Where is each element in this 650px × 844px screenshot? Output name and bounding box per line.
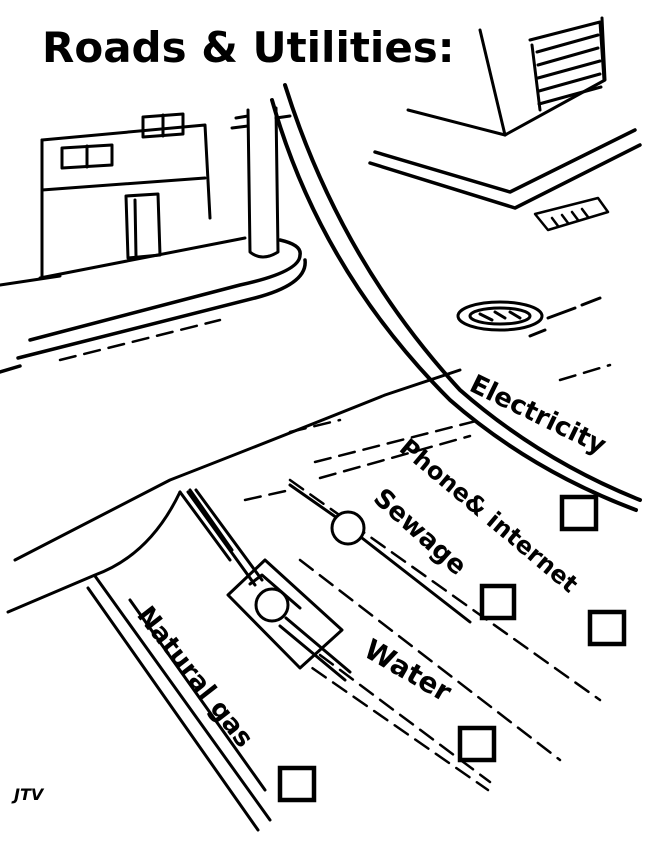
checkbox-water[interactable]	[457, 725, 497, 763]
checkbox-sewage[interactable]	[479, 583, 517, 621]
left-curb	[0, 238, 307, 374]
right-building	[406, 16, 607, 137]
right-curb	[368, 128, 642, 210]
utility-water: Water	[359, 632, 497, 763]
gas-line	[128, 598, 267, 792]
artist-signature: JTV	[11, 785, 45, 804]
left-building	[0, 112, 247, 287]
cross-road	[6, 368, 462, 832]
checkbox-phone-internet[interactable]	[587, 609, 627, 647]
manhole-cover	[456, 296, 602, 338]
checkbox-natural-gas[interactable]	[277, 765, 317, 803]
road-edge-lines	[270, 83, 642, 512]
checkbox-electricity[interactable]	[559, 494, 599, 532]
sewage-pipe	[288, 483, 472, 624]
storm-drain	[533, 196, 610, 232]
page-title: Roads & Utilities:	[42, 23, 455, 72]
water-pipe	[186, 488, 352, 682]
